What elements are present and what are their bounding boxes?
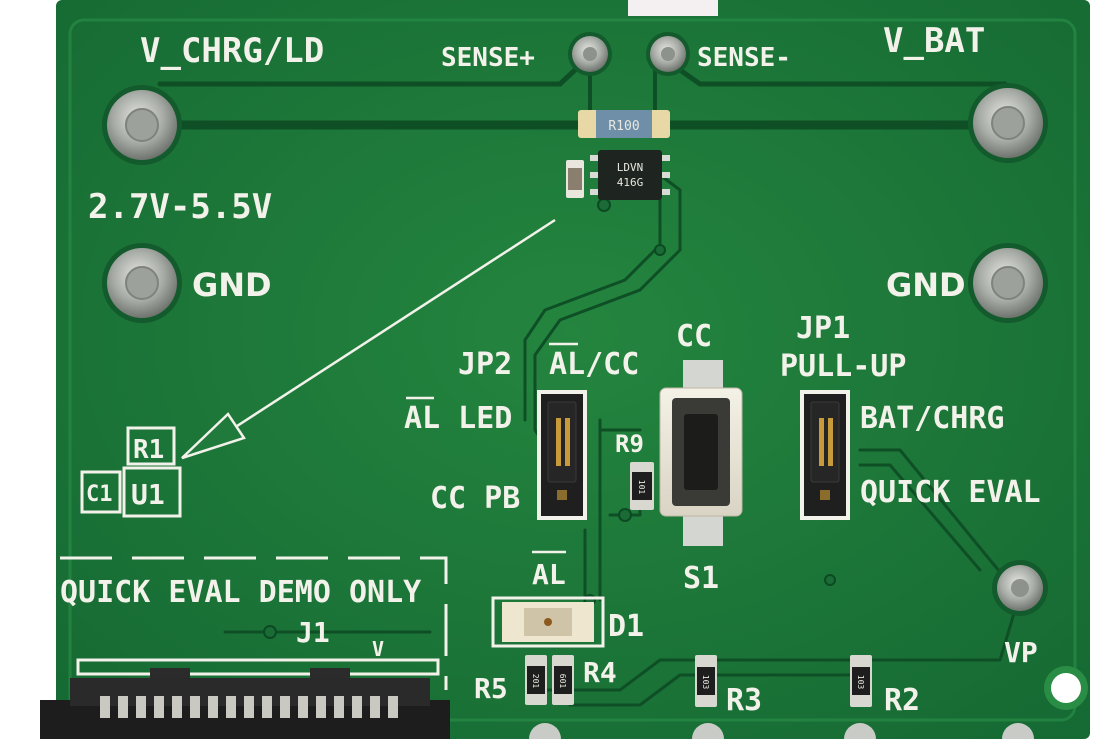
label-v-bat: V_BAT — [883, 21, 985, 61]
arrow-marking — [181, 218, 556, 460]
ic-marking-line1: LDVN — [617, 161, 644, 174]
label-r4: R4 — [583, 656, 617, 689]
label-cc: CC — [676, 319, 712, 354]
label-r2: R2 — [884, 683, 920, 718]
label-v-mark: V — [372, 637, 384, 661]
pad-v-bat — [968, 83, 1048, 163]
resistor-r2: 103 — [850, 655, 872, 707]
demo-region-outline — [60, 556, 448, 690]
connector-j1 — [40, 658, 450, 739]
switch-s1 — [659, 360, 743, 546]
label-pull-up: PULL-UP — [780, 349, 906, 384]
pad-sense-plus — [568, 32, 612, 76]
label-vp: VP — [1004, 636, 1038, 669]
r1-u1-c1-outline — [80, 426, 182, 518]
label-jp2: JP2 — [458, 347, 512, 382]
label-j1: J1 — [296, 616, 330, 649]
label-al-led: AL LED — [404, 401, 512, 436]
shunt-marking: R100 — [608, 119, 639, 134]
label-jp1: JP1 — [796, 311, 850, 346]
resistor-r3: 103 — [695, 655, 717, 707]
r2-code: 103 — [856, 675, 865, 690]
label-sense-minus: SENSE- — [697, 43, 791, 73]
label-r9: R9 — [615, 430, 644, 458]
jumper-jp1 — [800, 390, 850, 520]
overlines — [406, 342, 578, 554]
pad-gnd-right — [968, 243, 1048, 323]
label-c1: C1 — [86, 482, 113, 507]
r4-code: 601 — [558, 674, 567, 689]
label-r1: R1 — [133, 435, 164, 465]
label-s1: S1 — [683, 561, 719, 596]
label-bat-chrg: BAT/CHRG — [860, 401, 1005, 436]
bottom-pads — [529, 723, 1034, 739]
label-quick-eval-demo-only: QUICK EVAL DEMO ONLY — [60, 575, 421, 610]
silkscreen-labels: V_CHRG/LD SENSE+ SENSE- V_BAT 2.7V-5.5V … — [60, 21, 1041, 718]
led-d1 — [491, 596, 605, 648]
label-al-cc: AL/CC — [549, 347, 639, 382]
jumper-jp2 — [537, 390, 587, 520]
ic-u1: LDVN 416G — [566, 150, 670, 200]
label-r5: R5 — [474, 672, 508, 705]
ic-marking-line2: 416G — [617, 176, 644, 189]
label-gnd-right: GND — [886, 266, 966, 304]
pad-sense-minus — [646, 32, 690, 76]
resistor-r4: 601 — [552, 655, 574, 705]
traces — [155, 58, 1017, 707]
mounting-hole — [1051, 673, 1081, 703]
label-d1: D1 — [608, 609, 644, 644]
pad-v-chrg — [102, 85, 182, 165]
label-voltage-range: 2.7V-5.5V — [88, 187, 272, 227]
label-u1: U1 — [131, 478, 165, 511]
label-al-d1: AL — [532, 558, 566, 591]
pad-vp — [992, 560, 1048, 616]
pad-gnd-left — [102, 243, 182, 323]
shunt-resistor: R100 — [578, 110, 670, 138]
label-v-chrg-ld: V_CHRG/LD — [140, 31, 324, 71]
label-quick-eval: QUICK EVAL — [860, 475, 1041, 510]
r5-code: 201 — [531, 674, 540, 689]
label-sense-plus: SENSE+ — [441, 43, 535, 73]
resistor-r5: 201 — [525, 655, 547, 705]
r3-code: 103 — [701, 675, 710, 690]
label-r3: R3 — [726, 683, 762, 718]
r9-code: 101 — [637, 480, 646, 495]
label-cc-pb: CC PB — [430, 481, 520, 516]
resistor-r9: 101 — [630, 462, 654, 510]
label-gnd-left: GND — [192, 266, 272, 304]
terminal-pads — [102, 32, 1048, 616]
